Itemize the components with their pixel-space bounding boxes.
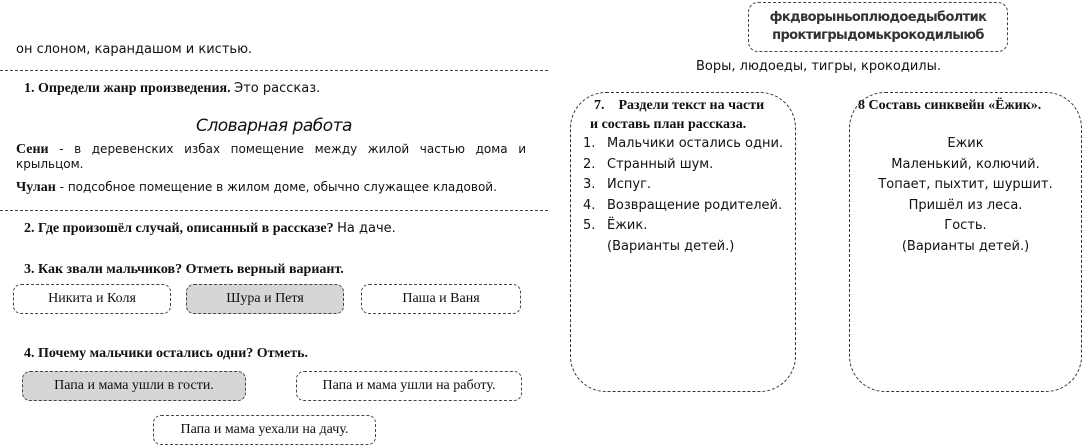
- question-7-label-2: и составь план рассказа.: [590, 117, 747, 132]
- cinquain: Ежик Маленький, колючий. Топает, пыхтит,…: [849, 134, 1082, 257]
- cinquain-line: Топает, пыхтит, шуршит.: [878, 177, 1053, 192]
- divider-top: [0, 70, 548, 71]
- puzzle-line-1: фкдворыньоплюдоедыболтик: [769, 10, 987, 25]
- question-7-panel: [570, 92, 796, 392]
- word-puzzle-box: фкдворыньоплюдоедыболтик проктигрыдомькр…: [748, 2, 1008, 52]
- list-item: 2.Странный шум.: [583, 156, 714, 172]
- question-2-label: 2. Где произошёл случай, описанный в рас…: [24, 221, 334, 236]
- q4-option-guests[interactable]: Папа и мама ушли в гости.: [22, 371, 246, 401]
- question-8-panel: [849, 92, 1082, 392]
- cinquain-line: Пришёл из леса.: [908, 197, 1023, 213]
- list-item: 3.Испуг.: [583, 177, 652, 192]
- question-1-answer: Это рассказ.: [234, 81, 321, 96]
- vocab-definition: - подсобное помещение в жилом доме, обыч…: [55, 180, 497, 194]
- question-7-label-1: 7. Раздели текст на части: [594, 98, 765, 113]
- question-1-label: 1. Определи жанр произведения.: [24, 81, 231, 96]
- question-2-answer: На даче.: [337, 221, 396, 236]
- vocab-title: Словарная работа: [196, 116, 352, 136]
- question-1: 1. Определи жанр произведения. Это расск…: [24, 81, 320, 97]
- plan-note: (Варианты детей.): [607, 238, 735, 254]
- intro-line: он слоном, карандашом и кистью.: [16, 42, 253, 57]
- word-puzzle-answer: Воры, людоеды, тигры, крокодилы.: [696, 59, 942, 74]
- list-item: 4.Возвращение родителей.: [583, 197, 783, 213]
- vocab-term: Сени: [16, 142, 49, 157]
- list-item: 5.Ёжик.: [583, 218, 648, 233]
- question-2: 2. Где произошёл случай, описанный в рас…: [24, 221, 396, 237]
- vocab-entry-2: Чулан - подсобное помещение в жилом доме…: [16, 180, 536, 195]
- vocab-entry-1: Сени - в деревенских избах помещение меж…: [16, 142, 526, 172]
- cinquain-note: (Варианты детей.): [901, 238, 1030, 254]
- q3-option-nikita-kolya[interactable]: Никита и Коля: [13, 284, 171, 314]
- question-8-label: 8 Составь синквейн «Ёжик».: [858, 98, 1042, 113]
- question-3-label: 3. Как звали мальчиков? Отметь верный ва…: [24, 262, 344, 277]
- vocab-definition: - в деревенских избах помещение между жи…: [16, 142, 526, 171]
- q3-option-pasha-vanya[interactable]: Паша и Ваня: [361, 284, 521, 314]
- question-4-label: 4. Почему мальчики остались одни? Отметь…: [24, 346, 309, 361]
- cinquain-line: Гость.: [944, 218, 987, 233]
- puzzle-line-2: проктигрыдомькрокодилыюб: [772, 28, 984, 43]
- q4-option-work[interactable]: Папа и мама ушли на работу.: [296, 371, 522, 401]
- cinquain-line: Маленький, колючий.: [891, 156, 1040, 172]
- plan-list: 1.Мальчики остались одни. 2.Странный шум…: [583, 134, 783, 257]
- q3-option-shura-petya[interactable]: Шура и Петя: [186, 284, 344, 314]
- q4-option-dacha[interactable]: Папа и мама уехали на дачу.: [153, 415, 376, 445]
- vocab-term: Чулан: [16, 180, 56, 195]
- list-item: 1.Мальчики остались одни.: [583, 136, 784, 151]
- cinquain-line: Ежик: [947, 136, 984, 151]
- divider-middle: [0, 210, 548, 211]
